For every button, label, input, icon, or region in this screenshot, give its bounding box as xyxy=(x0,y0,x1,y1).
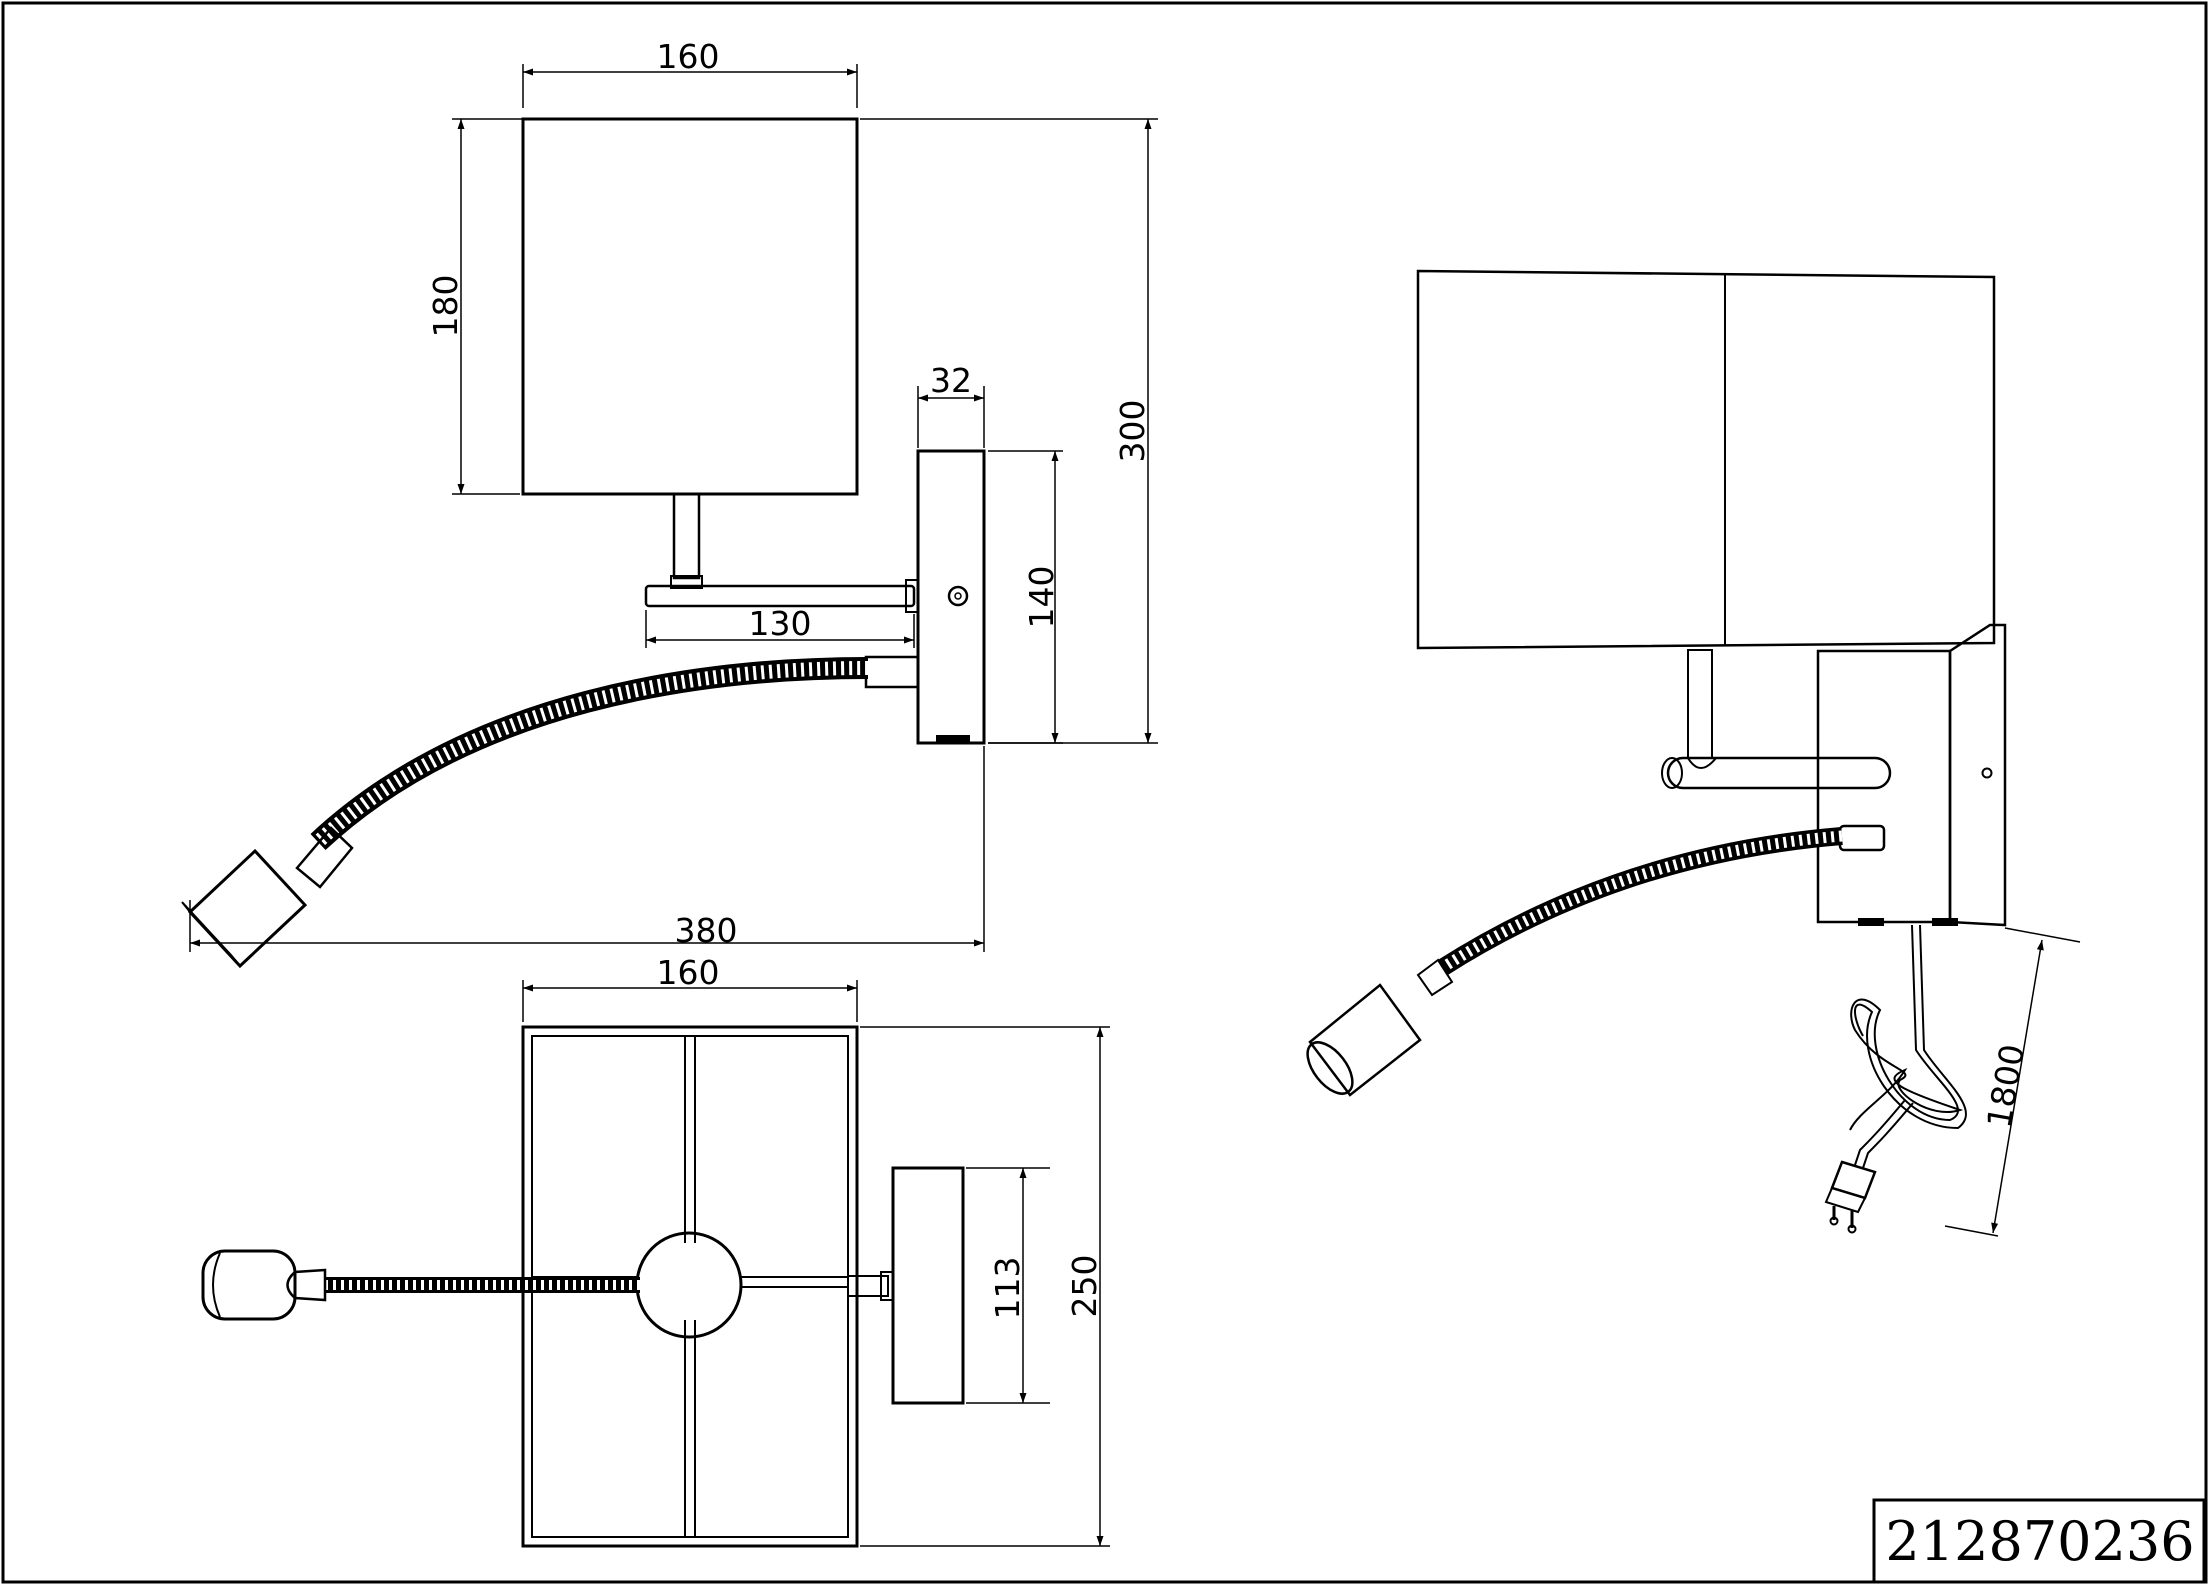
persp-gooseneck xyxy=(1437,827,1843,976)
dim-side-overall-height: 300 xyxy=(1113,400,1152,463)
side-arm xyxy=(644,584,916,608)
side-stem xyxy=(672,492,701,580)
top-view: 160 113 250 xyxy=(201,953,1110,1548)
persp-spot-head xyxy=(1308,983,1422,1097)
persp-plug xyxy=(1830,1160,1877,1200)
side-switch xyxy=(947,585,969,607)
dim-side-overall-reach: 380 xyxy=(675,911,738,950)
model-number-box: 212870236 xyxy=(1872,1498,2206,1584)
side-spot-head xyxy=(187,848,308,969)
dim-top-shade-depth: 250 xyxy=(1065,1255,1104,1318)
dim-top-shade-width: 160 xyxy=(657,953,720,992)
side-view: 160 180 32 140 300 130 380 xyxy=(181,37,1158,969)
dim-persp-cable-length: 1800 xyxy=(1979,1041,2032,1130)
dim-side-base-depth: 32 xyxy=(930,361,972,400)
top-spot-head xyxy=(201,1249,297,1321)
persp-shade xyxy=(1416,269,1996,650)
side-gooseneck xyxy=(310,657,869,851)
dim-top-base-width: 113 xyxy=(988,1257,1027,1320)
model-number: 212870236 xyxy=(1885,1510,2194,1573)
top-wall-base xyxy=(891,1166,965,1405)
top-hub xyxy=(635,1231,743,1339)
persp-cable xyxy=(1849,924,1964,1131)
dim-side-shade-height: 180 xyxy=(426,275,465,338)
side-shade xyxy=(521,117,859,496)
persp-arm xyxy=(1666,756,1892,790)
persp-switch xyxy=(1981,767,1993,779)
side-wall-base xyxy=(916,449,986,745)
side-spot-neck xyxy=(295,826,354,889)
perspective-view: 1800 xyxy=(1306,269,2081,1237)
dim-side-base-height: 140 xyxy=(1022,566,1061,629)
dim-side-shade-width: 160 xyxy=(657,37,720,76)
dim-side-arm-length: 130 xyxy=(749,604,812,643)
